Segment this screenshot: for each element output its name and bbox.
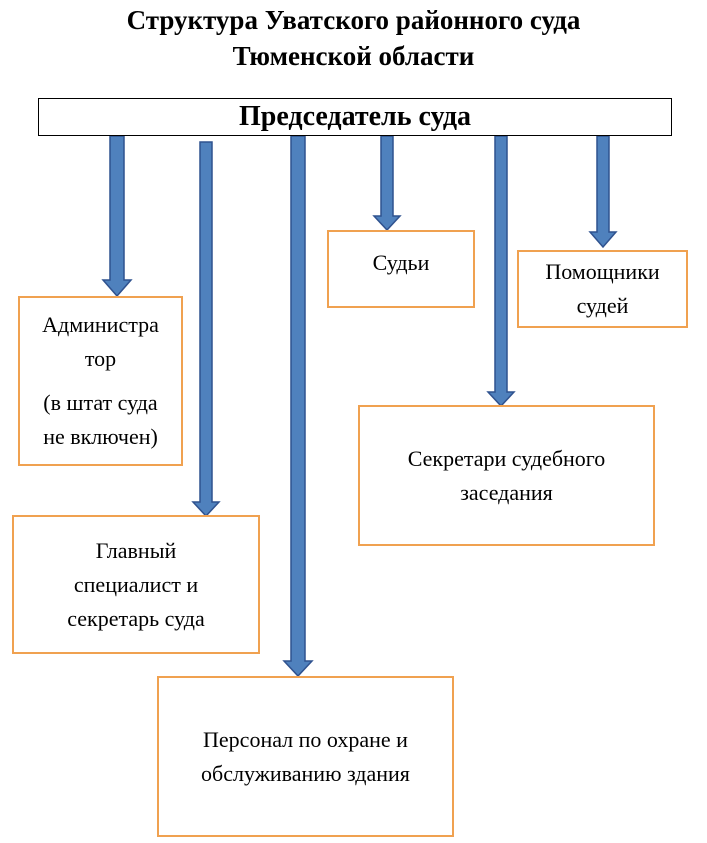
security-staff-line-2: обслуживанию здания — [201, 760, 410, 786]
diagram-title: Структура Уватского районного суда Тюмен… — [0, 2, 707, 74]
arrow-to-judges — [372, 135, 402, 232]
title-line-1: Структура Уватского районного суда — [126, 5, 581, 35]
arrow-to-administrator — [101, 135, 133, 298]
administrator-box: Администра тор (в штат суда не включен) — [18, 296, 183, 466]
chief-specialist-line-2: специалист и — [73, 571, 199, 597]
administrator-line-3: (в штат суда — [43, 390, 158, 415]
administrator-line-2: тор — [84, 346, 117, 371]
assistants-box: Помощники судей — [517, 250, 688, 328]
secretaries-box: Секретари судебного заседания — [358, 405, 655, 546]
assistants-line-1: Помощники — [545, 259, 660, 284]
arrow-to-security-staff — [282, 135, 314, 678]
arrow-to-assistants — [588, 135, 618, 249]
judges-box: Судьи — [327, 230, 475, 308]
court-chairman-box: Председатель суда — [38, 98, 672, 136]
assistants-line-2: судей — [576, 293, 629, 318]
administrator-line-4: не включен) — [43, 424, 158, 449]
chief-specialist-line-1: Главный — [95, 537, 177, 563]
arrow-to-secretaries — [486, 135, 516, 408]
secretaries-line-2: заседания — [460, 479, 553, 505]
court-chairman-label: Председатель суда — [239, 101, 471, 132]
security-staff-box: Персонал по охране и обслуживанию здания — [157, 676, 454, 837]
chief-specialist-line-3: секретарь суда — [67, 605, 205, 631]
arrow-to-chief-specialist — [191, 141, 221, 518]
judges-label: Судьи — [372, 250, 430, 275]
security-staff-line-1: Персонал по охране и — [203, 726, 408, 752]
title-line-2: Тюменской области — [232, 41, 475, 71]
chief-specialist-box: Главный специалист и секретарь суда — [12, 515, 260, 654]
administrator-line-1: Администра — [42, 312, 159, 337]
secretaries-line-1: Секретари судебного — [407, 445, 606, 471]
